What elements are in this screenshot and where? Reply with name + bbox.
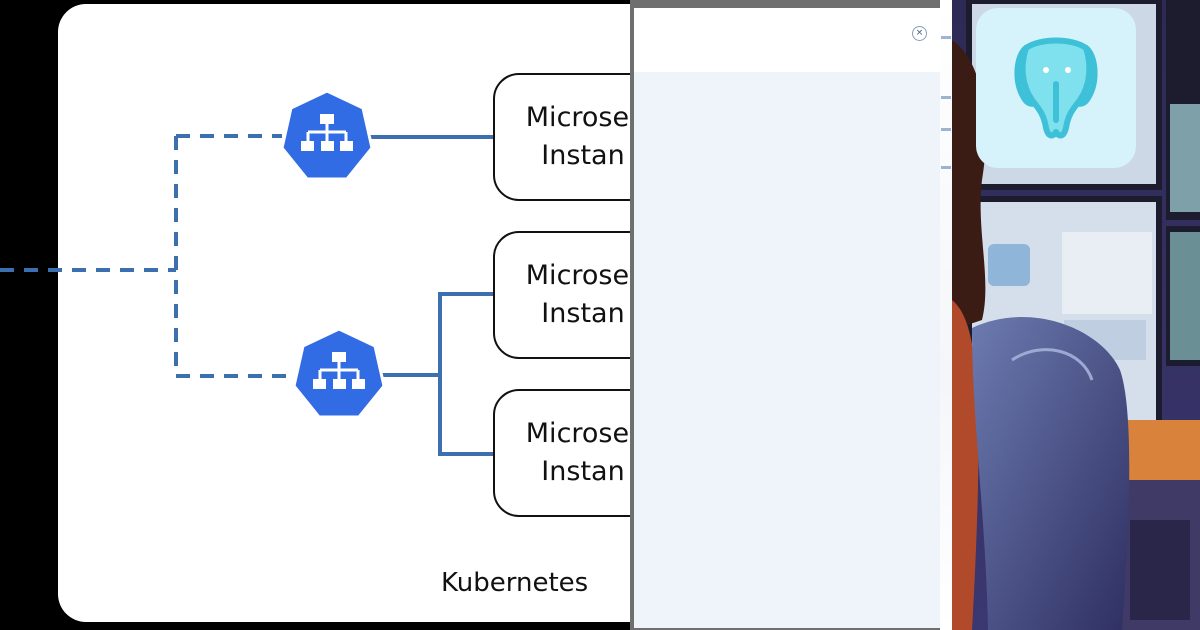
- close-icon[interactable]: ×: [912, 26, 927, 41]
- modal-overlay: ×: [630, 0, 952, 630]
- cluster-label: Kubernetes: [441, 568, 589, 598]
- kubernetes-service-icon: [280, 89, 374, 181]
- postgresql-elephant-icon: [1014, 37, 1098, 139]
- background-page-edge: [940, 0, 952, 630]
- modal-panel: ×: [634, 8, 940, 628]
- kubernetes-service-icon: [292, 327, 386, 419]
- modal-header: ×: [634, 8, 940, 72]
- modal-body: [634, 72, 940, 628]
- logo-tile: [976, 8, 1136, 168]
